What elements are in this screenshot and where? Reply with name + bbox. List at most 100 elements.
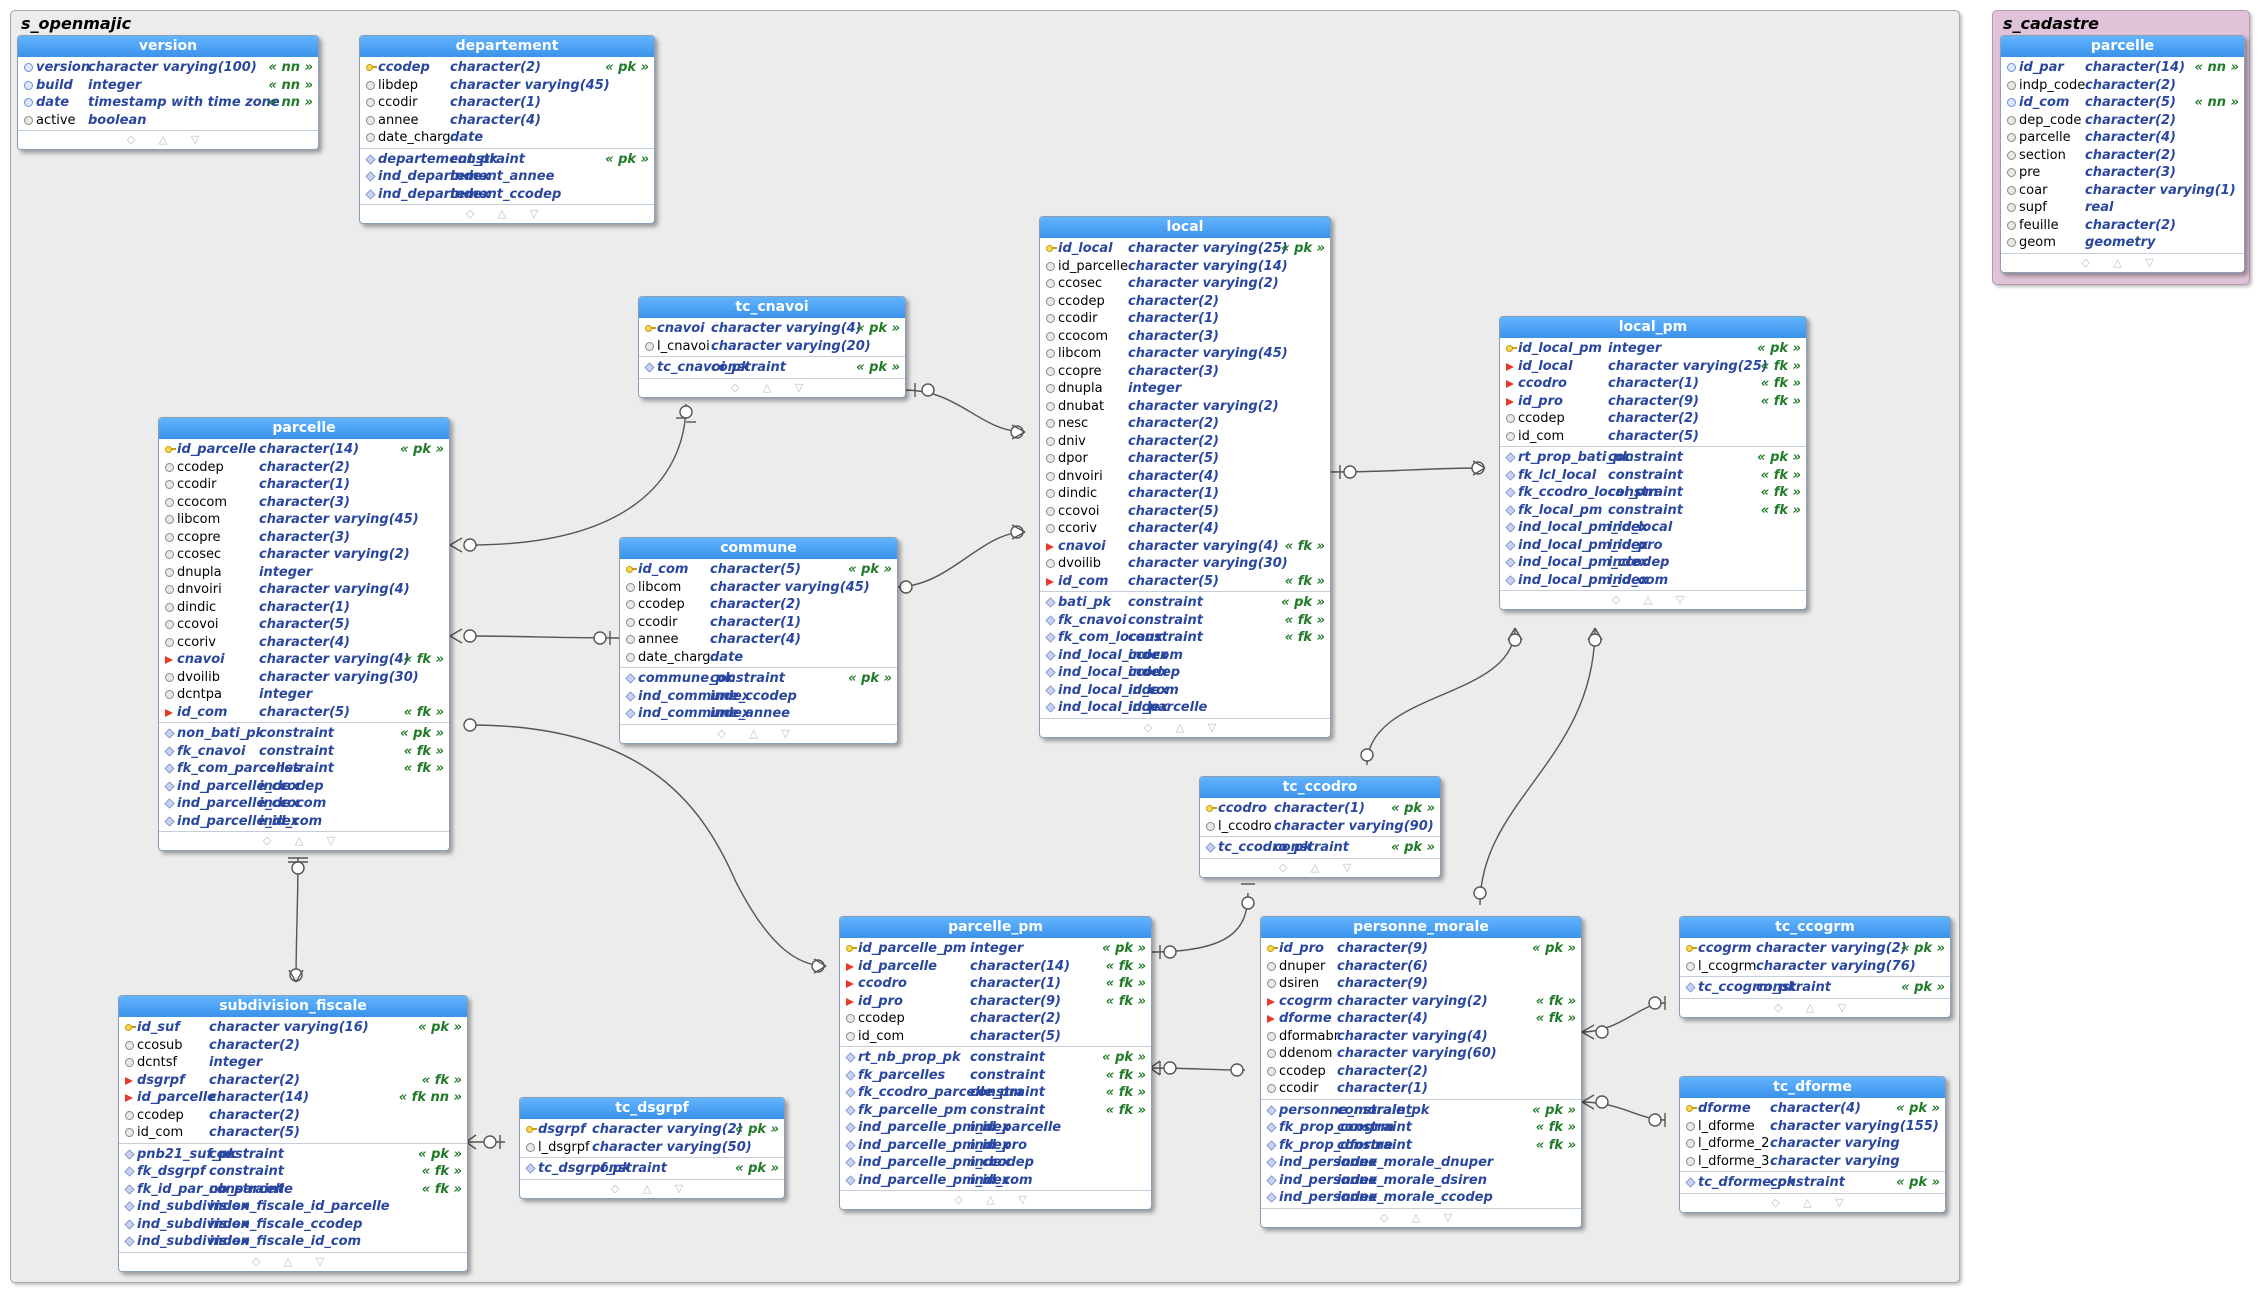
entity-footer-controls[interactable]: ◇ △ ▽: [1500, 590, 1806, 609]
entity-title[interactable]: tc_dforme: [1680, 1077, 1945, 1098]
entity-title[interactable]: tc_ccogrm: [1680, 917, 1950, 938]
entity-title[interactable]: local_pm: [1500, 317, 1806, 338]
entity-footer-controls[interactable]: ◇ △ ▽: [1200, 857, 1440, 877]
entity-footer-controls[interactable]: ◇ △ ▽: [1680, 997, 1950, 1017]
entity-footer-controls[interactable]: ◇ △ ▽: [119, 1251, 467, 1271]
entity-title[interactable]: tc_cnavoi: [639, 297, 905, 318]
entity-title[interactable]: parcelle_pm: [840, 917, 1151, 938]
entity-footer-controls[interactable]: ◇ △ ▽: [1680, 1192, 1945, 1212]
entity-footer-controls[interactable]: ◇ △ ▽: [639, 377, 905, 397]
entity-footer-controls[interactable]: ◇ △ ▽: [520, 1178, 784, 1198]
entity-title[interactable]: subdivision_fiscale: [119, 996, 467, 1017]
entity-title[interactable]: local: [1040, 217, 1330, 238]
